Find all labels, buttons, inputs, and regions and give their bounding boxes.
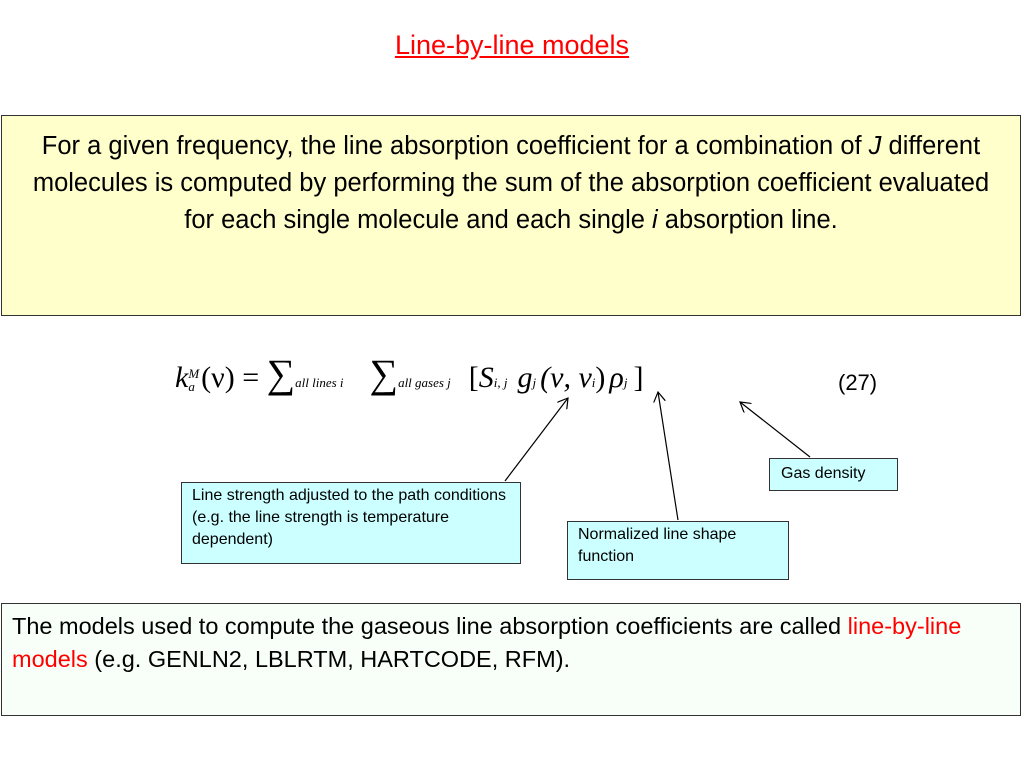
eq-sum1-subscript: all lines i <box>295 375 344 390</box>
callout-gas-density: Gas density <box>769 458 898 491</box>
equation-number: (27) <box>838 370 878 395</box>
models-highlight: line-by-line models <box>12 613 962 672</box>
models-text-part2: (e.g. GENLN2, LBLRTM, HARTCODE, RFM). <box>87 646 571 672</box>
eq-k: k <box>175 361 189 394</box>
eq-g-args-close: ) <box>595 361 606 394</box>
eq-k-sup: M <box>188 366 200 382</box>
eq-rho-subscript: j <box>623 375 628 390</box>
callout-line-strength: Line strength adjusted to the path condi… <box>181 482 521 564</box>
arrow-line-shape <box>658 392 679 521</box>
eq-g-args-open: (ν, ν <box>540 361 592 394</box>
eq-sum2-subscript: all gases j <box>398 375 451 390</box>
intro-text-part3: absorption line. <box>657 206 838 234</box>
eq-g-subscript: j <box>532 375 537 390</box>
models-text-part1: The models used to compute the gaseous l… <box>12 613 848 639</box>
arrow-line-strength <box>504 398 568 482</box>
arrow-gas-density <box>740 402 811 458</box>
eq-open-bracket: [ <box>468 361 479 394</box>
intro-text-part2: different molecules is computed by perfo… <box>32 132 990 234</box>
eq-close-bracket: ] <box>633 361 644 394</box>
eq-g: g <box>517 361 533 394</box>
eq-rho: ρ <box>609 361 624 394</box>
page-title: Line-by-line models <box>394 30 630 60</box>
intro-variable-i: i <box>652 206 658 234</box>
eq-sum-sign-1: ∑ <box>266 351 296 396</box>
eq-sum-sign-2: ∑ <box>369 351 399 396</box>
eq-s-subscript: i, j <box>493 375 508 390</box>
callout-line-shape: Normalized line shape function <box>567 521 789 580</box>
intro-variable-j: J <box>868 132 882 160</box>
eq-nu-subscript: i <box>591 375 596 390</box>
intro-text-box: For a given frequency, the line absorpti… <box>1 115 1021 316</box>
models-text-box: The models used to compute the gaseous l… <box>1 603 1021 716</box>
eq-s: S <box>478 361 494 394</box>
intro-text-part1: For a given frequency, the line absorpti… <box>41 132 869 160</box>
eq-k-sub: a <box>188 379 195 395</box>
eq-lhs-arg: (ν) = <box>201 361 267 394</box>
